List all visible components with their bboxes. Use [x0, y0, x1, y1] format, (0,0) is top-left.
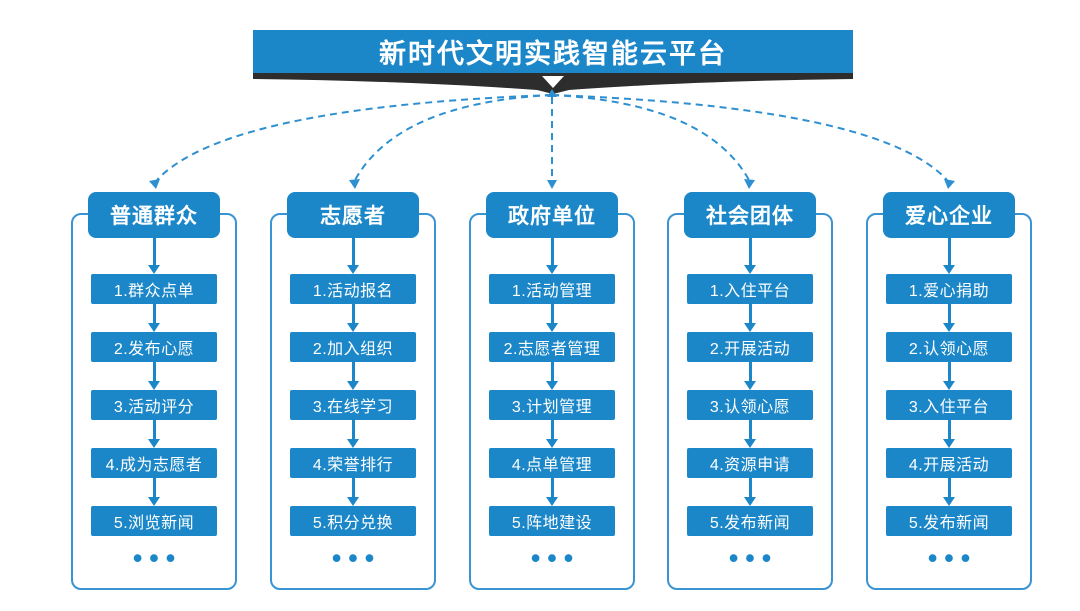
step-box: 5.积分兑换: [290, 506, 416, 536]
page-title: 新时代文明实践智能云平台: [253, 30, 853, 73]
step-box: 1.入住平台: [687, 274, 813, 304]
dashed-connector-col2: [354, 94, 553, 181]
arrow-down-icon: [943, 362, 955, 390]
step-box: 4.点单管理: [489, 448, 615, 478]
arrow-down-icon: [148, 304, 160, 332]
arrow-down-icon: [546, 478, 558, 506]
column-volunteers: 志愿者 1.活动报名 2.加入组织 3.在线学习 4.荣誉排行 5.积分兑换 •…: [270, 192, 436, 590]
arrow-down-icon: [744, 304, 756, 332]
arrowhead-down-icon: [547, 180, 557, 189]
arrow-down-icon: [546, 304, 558, 332]
arrow-down-icon: [148, 420, 160, 448]
step-box: 1.活动管理: [489, 274, 615, 304]
step-box: 3.计划管理: [489, 390, 615, 420]
step-box: 5.浏览新闻: [91, 506, 217, 536]
dashed-connector-col1: [156, 94, 553, 181]
step-box: 3.入住平台: [886, 390, 1012, 420]
ellipsis-indicator: •••: [728, 542, 779, 573]
ellipsis-indicator: •••: [927, 542, 978, 573]
arrow-down-icon: [347, 304, 359, 332]
arrow-down-icon: [744, 238, 756, 274]
step-box: 3.在线学习: [290, 390, 416, 420]
ellipsis-indicator: •••: [132, 542, 183, 573]
arrowhead-down-icon: [349, 179, 360, 189]
column-government-units: 政府单位 1.活动管理 2.志愿者管理 3.计划管理 4.点单管理 5.阵地建设…: [469, 192, 635, 590]
arrow-down-icon: [943, 304, 955, 332]
step-box: 1.爱心捐助: [886, 274, 1012, 304]
step-box: 4.资源申请: [687, 448, 813, 478]
arrow-down-icon: [943, 420, 955, 448]
arrow-down-icon: [943, 478, 955, 506]
step-box: 1.群众点单: [91, 274, 217, 304]
column-caring-enterprises: 爱心企业 1.爱心捐助 2.认领心愿 3.入住平台 4.开展活动 5.发布新闻 …: [866, 192, 1032, 590]
arrow-down-icon: [546, 362, 558, 390]
step-box: 2.开展活动: [687, 332, 813, 362]
step-box: 4.成为志愿者: [91, 448, 217, 478]
arrow-down-icon: [546, 238, 558, 274]
step-box: 3.活动评分: [91, 390, 217, 420]
step-box: 1.活动报名: [290, 274, 416, 304]
step-box: 2.认领心愿: [886, 332, 1012, 362]
arrow-down-icon: [943, 238, 955, 274]
arrow-down-icon: [542, 76, 564, 88]
step-box: 5.发布新闻: [886, 506, 1012, 536]
arrow-down-icon: [148, 478, 160, 506]
column-header: 社会团体: [684, 192, 816, 238]
step-box: 2.加入组织: [290, 332, 416, 362]
step-box: 4.开展活动: [886, 448, 1012, 478]
arrowhead-down-icon: [944, 179, 955, 189]
arrow-down-icon: [744, 420, 756, 448]
step-box: 5.阵地建设: [489, 506, 615, 536]
column-header: 政府单位: [486, 192, 618, 238]
dashed-connector-col5: [551, 94, 948, 181]
arrow-down-icon: [546, 420, 558, 448]
arrowhead-down-icon: [149, 179, 160, 189]
ellipsis-indicator: •••: [331, 542, 382, 573]
arrow-down-icon: [347, 362, 359, 390]
arrow-down-icon: [148, 238, 160, 274]
step-box: 4.荣誉排行: [290, 448, 416, 478]
column-header: 志愿者: [287, 192, 419, 238]
dashed-connector-col4: [551, 94, 750, 181]
step-box: 2.发布心愿: [91, 332, 217, 362]
column-header: 爱心企业: [883, 192, 1015, 238]
column-social-organizations: 社会团体 1.入住平台 2.开展活动 3.认领心愿 4.资源申请 5.发布新闻 …: [667, 192, 833, 590]
arrow-down-icon: [148, 362, 160, 390]
arrow-down-icon: [744, 362, 756, 390]
arrow-down-icon: [347, 478, 359, 506]
banner-ribbon: [253, 73, 853, 94]
step-box: 2.志愿者管理: [489, 332, 615, 362]
arrow-down-icon: [347, 420, 359, 448]
step-box: 3.认领心愿: [687, 390, 813, 420]
arrow-down-icon: [744, 478, 756, 506]
column-ordinary-people: 普通群众 1.群众点单 2.发布心愿 3.活动评分 4.成为志愿者 5.浏览新闻…: [71, 192, 237, 590]
arrowhead-down-icon: [744, 179, 755, 189]
step-box: 5.发布新闻: [687, 506, 813, 536]
arrow-down-icon: [347, 238, 359, 274]
column-header: 普通群众: [88, 192, 220, 238]
ellipsis-indicator: •••: [530, 542, 581, 573]
